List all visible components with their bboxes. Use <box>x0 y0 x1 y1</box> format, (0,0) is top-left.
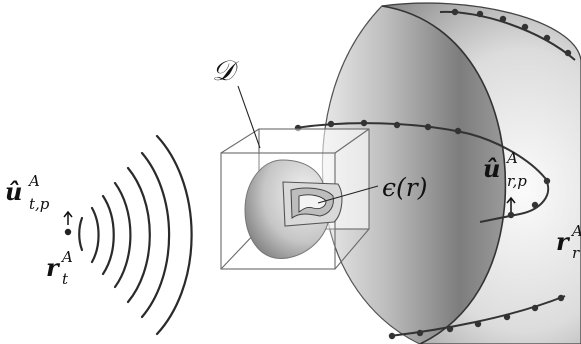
transmit-position-label: r A t <box>46 248 73 288</box>
receive-position-label: r A r <box>556 222 581 262</box>
svg-text:t: t <box>62 270 69 288</box>
scatterer-core <box>298 194 327 213</box>
svg-text:r,p: r,p <box>507 172 527 190</box>
svg-text:A: A <box>505 149 518 167</box>
transmitter-polarization-arrow <box>63 210 73 225</box>
svg-text:t,p: t,p <box>29 195 50 213</box>
svg-text:A: A <box>27 172 40 190</box>
domain-leader <box>237 85 261 149</box>
transmit-unit-label: û A t,p <box>5 172 50 213</box>
domain-label: 𝒟 <box>212 54 239 87</box>
receiver-points-middle <box>294 119 551 219</box>
receiver-points-bottom <box>388 294 565 340</box>
svg-text:û: û <box>483 154 500 183</box>
transmitter-wavefronts <box>78 134 193 336</box>
svg-text:r: r <box>46 253 61 282</box>
hemisphere-rim <box>381 5 507 344</box>
permittivity-leader <box>317 185 379 204</box>
svg-text:A: A <box>570 222 581 240</box>
svg-text:r: r <box>556 227 571 256</box>
svg-text:A: A <box>60 248 73 266</box>
svg-text:û: û <box>5 177 22 206</box>
receive-unit-label: û A r,p <box>483 149 527 190</box>
permittivity-label: ϵ(r) <box>382 173 427 202</box>
transmitter-point <box>64 228 72 236</box>
svg-text:r: r <box>572 244 580 262</box>
receiver-points-top <box>451 8 572 57</box>
receiver-polarization-arrow <box>506 196 516 212</box>
